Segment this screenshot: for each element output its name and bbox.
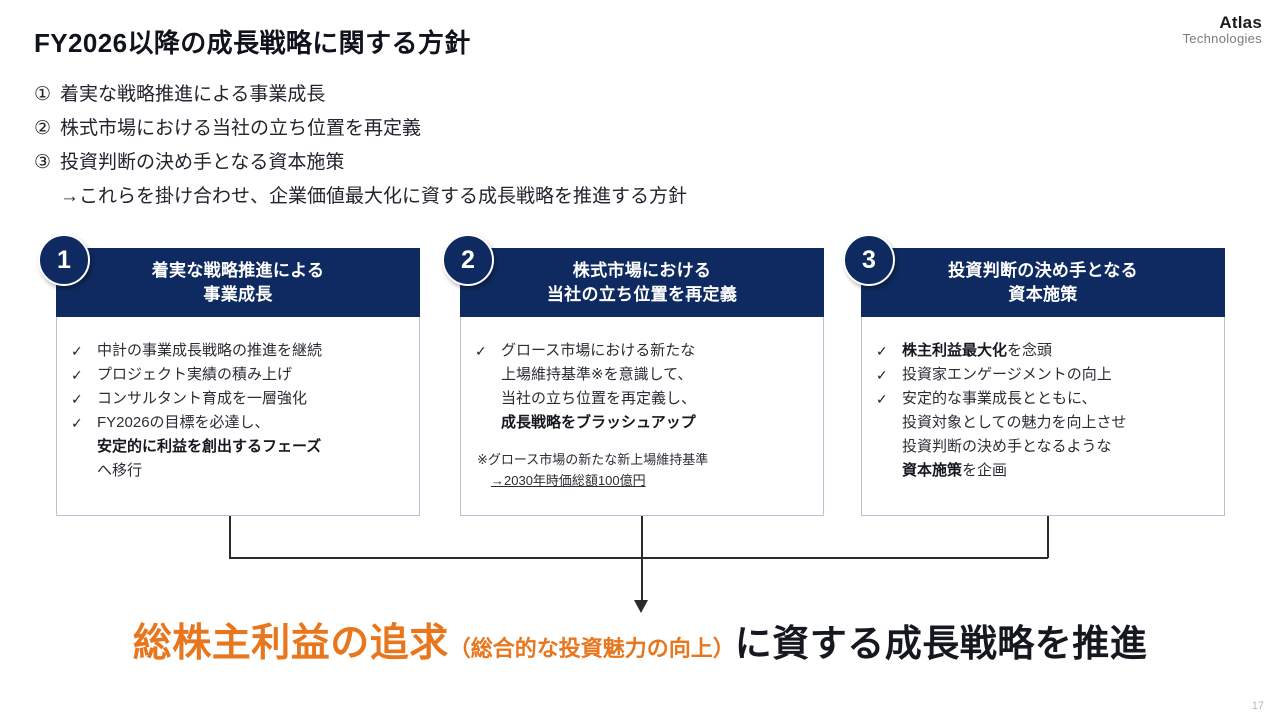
list-item: ✓ プロジェクト実績の積み上げ [71,363,409,387]
bullet-text: プロジェクト実績の積み上げ [97,366,293,383]
conclusion-statement: 総株主利益の追求（総合的な投資魅力の向上）に資する成長戦略を推進 [0,612,1280,668]
strategy-card-row: 1 着実な戦略推進による 事業成長 ✓ 中計の事業成長戦略の推進を継続 ✓ プロ… [0,234,1280,516]
connector-down-line [641,557,643,605]
check-icon: ✓ [71,367,83,383]
check-icon: ✓ [71,343,83,359]
bullet-text-bold: 資本施策 [902,462,963,479]
card-1-bullet-list: ✓ 中計の事業成長戦略の推進を継続 ✓ プロジェクト実績の積み上げ ✓ コンサル… [71,339,409,483]
conclusion-highlight: 総株主利益の追求 [132,622,449,665]
strategy-card-1: 1 着実な戦略推進による 事業成長 ✓ 中計の事業成長戦略の推進を継続 ✓ プロ… [38,234,420,516]
check-icon: ✓ [71,391,83,407]
card-badge-3: 3 [843,234,895,286]
bullet-text-tail: を念頭 [1007,342,1053,359]
card-body-3: ✓ 株主利益最大化を念頭 ✓ 投資家エンゲージメントの向上 ✓ 安定的な事業成長… [861,317,1225,516]
list-item: ✓ 安定的な事業成長とともに、 投資対象としての魅力を向上させ 投資判断の決め手… [876,387,1214,483]
card-badge-1: 1 [38,234,90,286]
bullet-text: 中計の事業成長戦略の推進を継続 [97,342,323,359]
card-header-1: 着実な戦略推進による 事業成長 [56,248,420,317]
check-icon: ✓ [475,343,487,359]
intro-text-1: 着実な戦略推進による事業成長 [60,84,326,105]
card-header-3: 投資判断の決め手となる 資本施策 [861,248,1225,317]
bullet-text: 株主利益最大化を念頭 [902,339,1214,363]
connector-horizontal-bar [229,557,1048,559]
list-item: ✓ 株主利益最大化を念頭 [876,339,1214,363]
intro-number-3: ③ [34,152,52,173]
intro-list: ① 着実な戦略推進による事業成長 ② 株式市場における当社の立ち位置を再定義 ③ 投資… [34,78,687,214]
bullet-text: グロース市場における新たな 上場維持基準※を意識して、 当社の立ち位置を再定義し… [501,339,813,435]
strategy-card-3: 3 投資判断の決め手となる 資本施策 ✓ 株主利益最大化を念頭 ✓ 投資家エンゲ… [843,234,1225,516]
footnote-line2: →2030年時価総額100億円 [477,470,813,491]
card-header-2: 株式市場における 当社の立ち位置を再定義 [460,248,824,317]
logo-secondary-text: Technologies [1182,30,1262,46]
bullet-text-tail: へ移行 [97,462,143,479]
check-icon: ✓ [876,367,888,383]
bullet-text-bold: 安定的に利益を創出するフェーズ [97,438,322,455]
intro-item-2: ② 株式市場における当社の立ち位置を再定義 [34,112,687,146]
intro-text-2: 株式市場における当社の立ち位置を再定義 [60,118,422,139]
bullet-text-bold: 成長戦略をブラッシュアップ [501,414,696,431]
bullet-text: 安定的な事業成長とともに、 投資対象としての魅力を向上させ 投資判断の決め手とな… [902,387,1214,483]
footnote-line1: ※グロース市場の新たな新上場維持基準 [477,452,709,467]
card-2-footnote: ※グロース市場の新たな新上場維持基準 →2030年時価総額100億円 [475,449,813,491]
flow-connector [0,516,1280,616]
intro-item-1: ① 着実な戦略推進による事業成長 [34,78,687,112]
card-header-2-line1: 株式市場における [572,260,712,280]
connector-stub-right [1047,516,1049,558]
page-number: 17 [1251,700,1264,712]
footnote-line2-text: →2030年時価総額100億円 [491,473,646,488]
list-item: ✓ コンサルタント育成を一層強化 [71,387,409,411]
card-header-3-line1: 投資判断の決め手となる [948,260,1138,280]
check-icon: ✓ [876,343,888,359]
check-icon: ✓ [876,391,888,407]
conclusion-highlight-note: （総合的な投資魅力の向上） [448,636,735,661]
card-header-3-line2: 資本施策 [1008,284,1078,304]
bullet-text-tail: を企画 [962,462,1008,479]
bullet-text-plain: グロース市場における新たな 上場維持基準※を意識して、 当社の立ち位置を再定義し… [501,342,697,407]
card-badge-2: 2 [442,234,494,286]
intro-number-1: ① [34,84,52,105]
arrow-down-icon [634,600,648,613]
bullet-text-bold: 株主利益最大化 [902,342,1008,359]
connector-stub-middle [641,516,643,558]
intro-number-2: ② [34,118,52,139]
intro-summary-line: →これらを掛け合わせ、企業価値最大化に資する成長戦略を推進する方針 [60,186,688,207]
conclusion-tail: に資する成長戦略を推進 [734,623,1148,664]
intro-text-3: 投資判断の決め手となる資本施策 [60,152,345,173]
bullet-text: コンサルタント育成を一層強化 [97,390,308,407]
card-body-2: ✓ グロース市場における新たな 上場維持基準※を意識して、 当社の立ち位置を再定… [460,317,824,516]
connector-stub-left [229,516,231,558]
card-header-1-line2: 事業成長 [203,284,273,304]
card-body-1: ✓ 中計の事業成長戦略の推進を継続 ✓ プロジェクト実績の積み上げ ✓ コンサル… [56,317,420,516]
card-3-bullet-list: ✓ 株主利益最大化を念頭 ✓ 投資家エンゲージメントの向上 ✓ 安定的な事業成長… [876,339,1214,483]
list-item: ✓ FY2026の目標を必達し、 安定的に利益を創出するフェーズ へ移行 [71,411,409,483]
list-item: ✓ 中計の事業成長戦略の推進を継続 [71,339,409,363]
list-item: ✓ グロース市場における新たな 上場維持基準※を意識して、 当社の立ち位置を再定… [475,339,813,435]
page-title: FY2026以降の成長戦略に関する方針 [34,28,471,58]
bullet-text-plain: FY2026の目標を必達し、 [97,414,270,431]
intro-item-3: ③ 投資判断の決め手となる資本施策 [34,146,687,180]
card-header-2-line2: 当社の立ち位置を再定義 [546,284,738,304]
strategy-card-2: 2 株式市場における 当社の立ち位置を再定義 ✓ グロース市場における新たな 上… [442,234,824,516]
bullet-text: 投資家エンゲージメントの向上 [902,366,1112,383]
logo-primary-text: Atlas [1219,13,1262,32]
list-item: ✓ 投資家エンゲージメントの向上 [876,363,1214,387]
card-2-bullet-list: ✓ グロース市場における新たな 上場維持基準※を意識して、 当社の立ち位置を再定… [475,339,813,435]
bullet-text: FY2026の目標を必達し、 安定的に利益を創出するフェーズ へ移行 [97,411,409,483]
company-logo: Atlas Technologies [1183,14,1263,45]
check-icon: ✓ [71,415,83,431]
bullet-text-plain: 安定的な事業成長とともに、 投資対象としての魅力を向上させ 投資判断の決め手とな… [902,390,1127,455]
card-header-1-line1: 着実な戦略推進による [151,260,325,280]
